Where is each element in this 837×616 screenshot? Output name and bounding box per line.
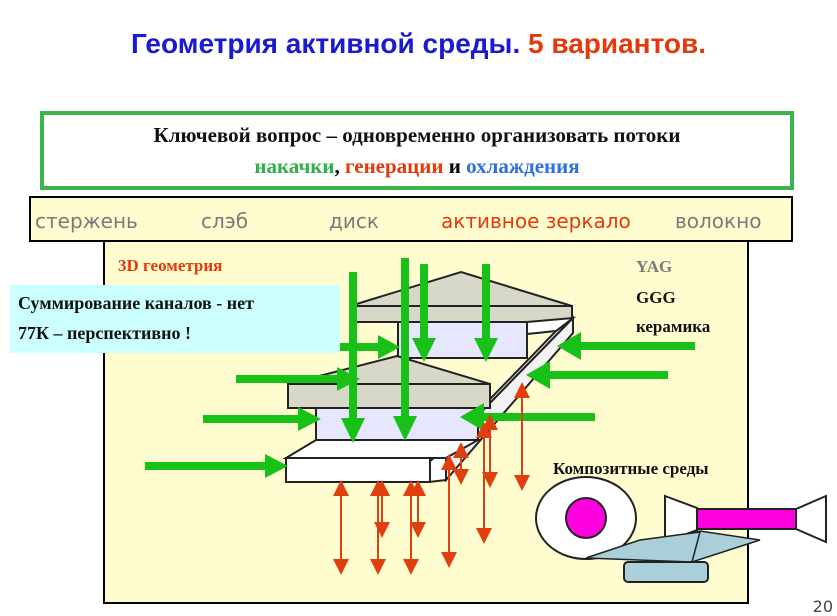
page-title: Геометрия активной среды. 5 вариантов.	[0, 28, 837, 60]
title-count: 5 вариантов.	[528, 28, 707, 59]
title-main: Геометрия активной среды.	[130, 28, 521, 59]
material-ceramic: керамика	[636, 317, 711, 336]
composite-disk	[535, 476, 637, 560]
page-number: 20	[812, 597, 833, 616]
keyword-pump: накачки	[254, 154, 335, 178]
geometry-fiber: волокно	[675, 209, 762, 233]
material-yag: YAG	[636, 257, 673, 276]
geometry-rod: стержень	[35, 209, 138, 233]
key-question-and: и	[443, 154, 467, 178]
label-3d-geometry: 3D геометрия	[118, 256, 223, 275]
red-arrows	[333, 382, 530, 575]
callout-note: Суммирование каналов - нет 77К – перспек…	[10, 285, 340, 353]
key-question-box: Ключевой вопрос – одновременно организов…	[40, 111, 794, 190]
geometry-disk: диск	[329, 209, 379, 233]
composite-rod	[585, 494, 827, 583]
geometry-strip	[29, 196, 793, 242]
key-question-line2: накачки, генерации и охлаждения	[254, 154, 579, 178]
key-question-line1: Ключевой вопрос – одновременно организов…	[153, 123, 681, 147]
geometry-slab: слэб	[201, 209, 249, 233]
pump-arrows-vertical	[341, 258, 498, 443]
keyword-cooling: охлаждения	[466, 154, 580, 178]
key-question-sep: ,	[334, 154, 345, 178]
geometry-active-mirror: активное зеркало	[441, 209, 631, 233]
material-ggg: GGG	[636, 288, 676, 307]
callout-line1: Суммирование каналов - нет	[18, 293, 254, 313]
composite-media-label: Композитные среды	[553, 459, 709, 478]
keyword-generation: генерации	[345, 154, 444, 178]
callout-line2: 77К – перспективно !	[18, 323, 191, 343]
